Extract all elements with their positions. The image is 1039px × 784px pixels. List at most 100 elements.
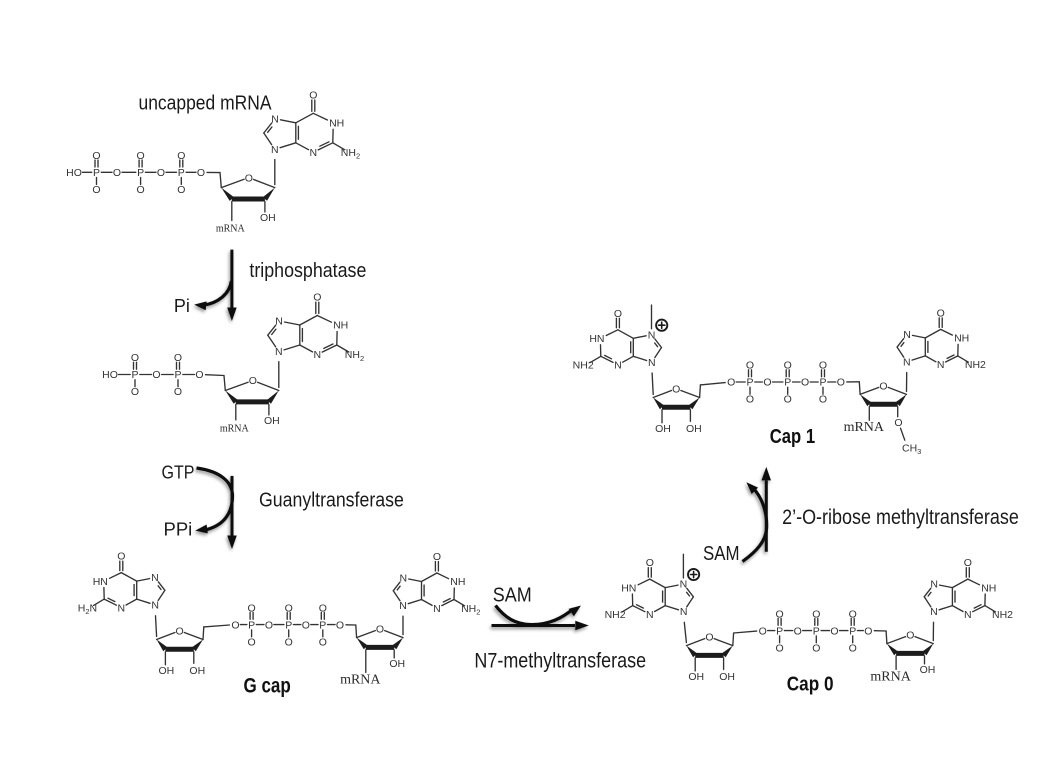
svg-text:OH: OH [260,212,276,224]
svg-text:O: O [812,608,820,620]
svg-text:O: O [117,551,125,563]
svg-text:N: N [314,349,322,361]
svg-text:O: O [174,386,182,398]
svg-text:O: O [92,150,100,162]
svg-text:O: O [137,150,145,162]
svg-text:NH2: NH2 [573,360,594,372]
svg-text:O: O [131,352,139,364]
svg-text:G cap: G cap [244,675,291,698]
svg-text:P: P [137,167,144,179]
svg-text:O: O [376,624,384,636]
svg-text:OH: OH [189,665,205,677]
svg-text:O: O [197,167,205,179]
svg-text:O: O [137,184,145,196]
svg-text:N: N [646,609,654,621]
svg-text:O: O [819,360,827,372]
svg-text:NH2: NH2 [605,609,626,621]
svg-text:mRNA: mRNA [844,420,885,435]
svg-text:O: O [248,636,256,648]
svg-text:N7-methyltransferase: N7-methyltransferase [474,650,646,673]
svg-text:OH: OH [688,671,704,683]
svg-text:O: O [174,352,182,364]
svg-text:N: N [399,600,407,612]
svg-text:O: O [285,602,293,614]
svg-text:mRNA: mRNA [340,672,381,687]
svg-text:P: P [776,625,783,637]
svg-text:O: O [746,394,754,406]
svg-text:O: O [249,375,257,387]
svg-text:O: O [812,642,820,654]
svg-text:OH: OH [264,415,280,427]
svg-text:uncapped mRNA: uncapped mRNA [139,93,273,115]
svg-text:N: N [400,573,408,585]
svg-text:P: P [813,625,820,637]
svg-text:N: N [903,329,911,341]
svg-text:O: O [763,377,771,389]
svg-text:O: O [285,636,293,648]
svg-text:O: O [302,619,310,631]
svg-text:O: O [937,308,945,320]
svg-text:O: O [849,642,857,654]
svg-text:N: N [930,579,938,591]
svg-text:P: P [248,619,255,631]
svg-text:P: P [174,369,181,381]
svg-text:O: O [231,619,239,631]
svg-text:O: O [614,308,622,320]
svg-text:O: O [265,619,273,631]
svg-text:O: O [433,551,441,563]
svg-text:O: O [727,377,735,389]
svg-text:O: O [646,557,654,569]
svg-text:P: P [285,619,292,631]
svg-text:N: N [151,572,159,584]
svg-text:Cap 0: Cap 0 [787,674,834,696]
svg-text:N: N [614,360,622,372]
svg-text:O: O [746,360,754,372]
svg-text:mRNA: mRNA [216,224,246,235]
svg-text:O: O [906,630,914,642]
svg-text:N: N [937,359,945,371]
svg-text:HN: HN [589,333,604,345]
svg-text:O: O [705,632,713,644]
svg-text:O: O [157,167,165,179]
svg-text:OH: OH [719,671,735,683]
svg-text:mRNA: mRNA [220,423,250,434]
svg-text:N: N [118,602,126,614]
svg-text:P: P [93,167,100,179]
svg-text:N: N [310,147,318,159]
svg-text:mRNA: mRNA [870,669,911,684]
svg-text:N: N [271,144,279,156]
svg-text:O: O [195,369,203,381]
svg-text:NH2: NH2 [992,609,1013,621]
svg-text:2’-O-ribose methyltransferase: 2’-O-ribose methyltransferase [782,506,1019,529]
svg-text:Pi: Pi [174,296,190,316]
svg-text:P: P [746,377,753,389]
svg-text:N: N [271,113,279,125]
svg-text:O: O [879,380,887,392]
svg-text:NH: NH [450,576,465,588]
svg-text:N: N [648,329,656,341]
svg-text:O: O [784,360,792,372]
svg-text:O: O [964,557,972,569]
svg-text:HO: HO [102,369,118,381]
svg-text:OH: OH [159,665,175,677]
svg-text:O: O [245,172,253,184]
svg-text:O: O [152,369,160,381]
svg-text:GTP: GTP [162,462,195,483]
svg-text:P: P [131,369,138,381]
svg-text:OH: OH [389,658,405,670]
svg-text:P: P [849,625,856,637]
svg-text:O: O [336,619,344,631]
svg-text:O: O [177,184,185,196]
svg-text:SAM: SAM [493,583,532,606]
svg-text:NH: NH [981,582,996,594]
svg-text:OH: OH [686,423,702,435]
svg-text:O: O [672,383,680,395]
svg-text:Guanyltransferase: Guanyltransferase [259,490,404,512]
svg-text:P: P [319,619,326,631]
svg-text:O: O [784,394,792,406]
svg-text:N: N [930,606,938,618]
svg-text:O: O [177,150,185,162]
svg-text:N: N [275,316,283,328]
svg-text:N: N [275,346,283,358]
svg-text:SAM: SAM [703,542,740,565]
